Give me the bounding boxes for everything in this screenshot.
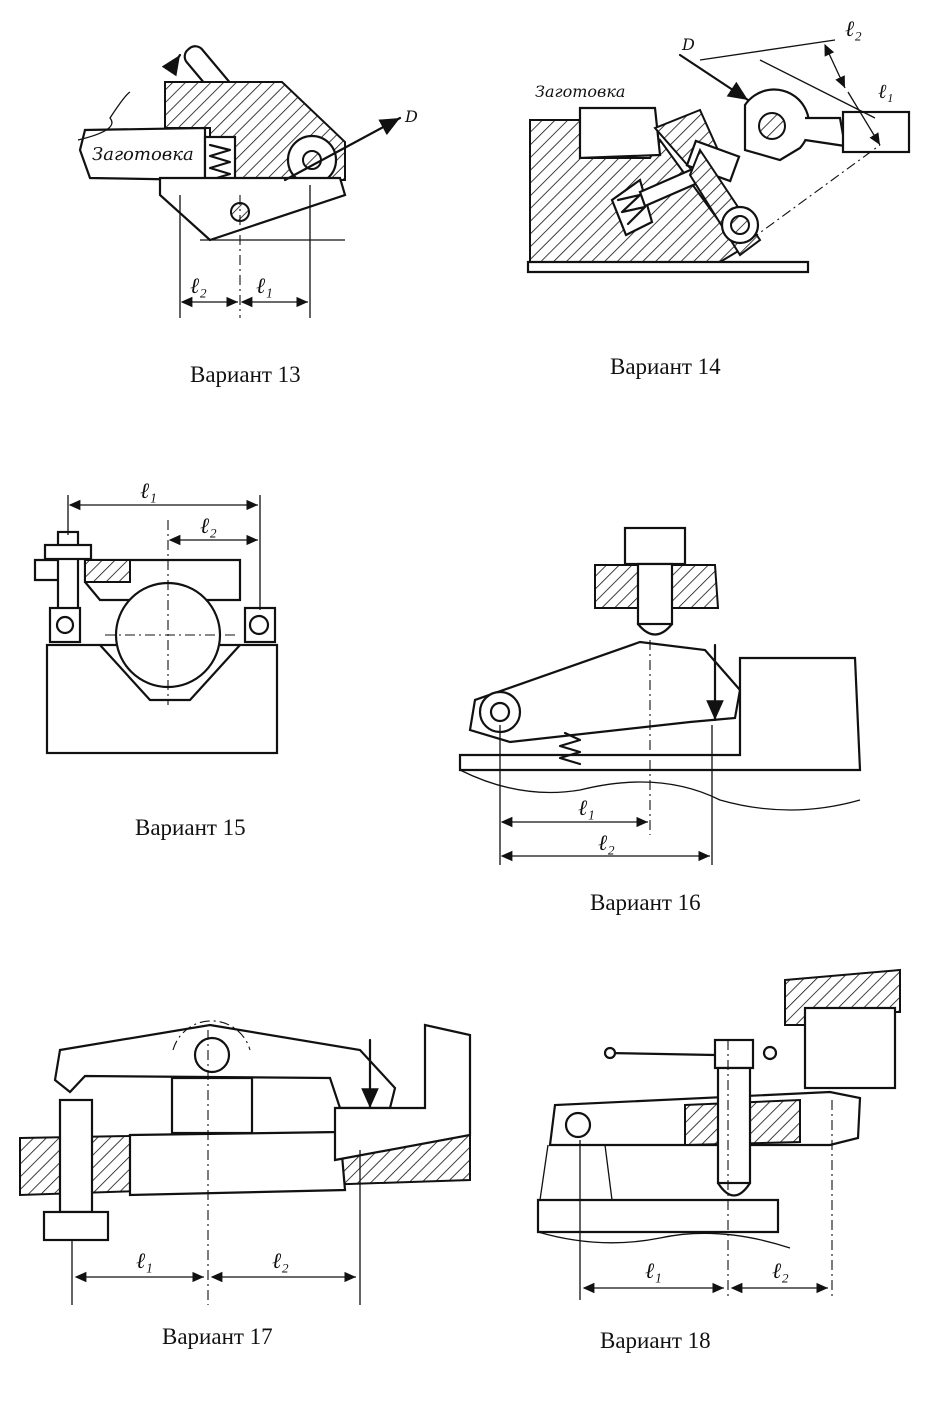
lever-support <box>539 1144 613 1201</box>
cam-pin <box>758 112 786 140</box>
caption-variant-13: Вариант 13 <box>190 362 301 387</box>
support-pin <box>55 615 75 635</box>
handle-grip <box>841 110 911 154</box>
breakline <box>459 769 861 811</box>
label-l2: ℓ₂ <box>200 513 217 538</box>
v-block <box>98 643 242 702</box>
screw-shank <box>58 1098 94 1214</box>
pivot-boss <box>172 1020 251 1051</box>
workpiece-plate <box>536 1198 780 1234</box>
label-l2: ℓ₂ <box>598 830 615 855</box>
label-workpiece: Заготовка <box>92 144 194 165</box>
variant-16-drawing: ℓ₁ ℓ₂ <box>458 526 862 865</box>
label-d: D <box>681 35 695 54</box>
label-l2: ℓ₂ <box>772 1258 789 1283</box>
spring <box>558 731 582 766</box>
screw-tip <box>636 622 674 636</box>
label-l2: ℓ₂ <box>272 1248 289 1273</box>
breakline <box>537 1231 791 1249</box>
dimension-l1 <box>847 91 881 146</box>
pivot-support <box>170 1076 254 1135</box>
screw-head <box>42 1210 110 1242</box>
strap-section <box>84 559 131 583</box>
label-l1: ℓ₁ <box>140 478 157 503</box>
pivot-pin <box>489 701 511 723</box>
screw-head <box>713 1038 755 1070</box>
variant-13-drawing: Заготовка D ℓ₂ ℓ₁ <box>77 45 418 318</box>
variant-17-drawing: ℓ₁ ℓ₂ <box>19 1020 472 1305</box>
pivot-pin <box>193 1036 231 1074</box>
screw-shank <box>716 1066 752 1185</box>
screw-handle <box>606 1051 717 1057</box>
extension-line <box>759 59 876 119</box>
screw-nut <box>43 543 93 561</box>
label-l1: ℓ₁ <box>578 795 595 820</box>
screw-shank <box>636 562 674 626</box>
label-l2: ℓ₂ <box>845 16 862 41</box>
caption-variant-16: Вариант 16 <box>590 890 701 915</box>
label-l1: ℓ₁ <box>256 273 273 298</box>
caption-variant-18: Вариант 18 <box>600 1328 711 1353</box>
label-l1: ℓ₁ <box>878 81 893 103</box>
label-d: D <box>404 107 418 126</box>
workpiece-breakline <box>77 91 131 141</box>
caption-variant-14: Вариант 14 <box>610 354 721 379</box>
handle-knob <box>603 1046 617 1060</box>
body-window <box>128 1130 347 1197</box>
extension-line <box>699 39 836 61</box>
screw-head <box>623 526 687 566</box>
label-l1: ℓ₁ <box>645 1258 662 1283</box>
screw-tip <box>716 1181 752 1197</box>
motion-arrow <box>161 53 182 77</box>
label-l2: ℓ₂ <box>190 273 207 298</box>
workpiece-block <box>578 106 662 160</box>
dimension-d <box>678 53 750 102</box>
workpiece-block <box>333 1023 472 1162</box>
handle-stub <box>804 116 847 148</box>
variant-15-drawing: ℓ₁ ℓ₂ <box>33 478 279 755</box>
caption-variant-15: Вариант 15 <box>135 815 246 840</box>
spring <box>208 143 232 182</box>
variant-18-drawing: ℓ₁ ℓ₂ <box>536 968 901 1300</box>
base-plate <box>526 260 810 274</box>
label-l1: ℓ₁ <box>136 1248 153 1273</box>
pivot-pin <box>564 1111 592 1139</box>
workpiece-block <box>803 1006 897 1090</box>
spring <box>616 193 647 226</box>
caption-variant-17: Вариант 17 <box>162 1324 273 1349</box>
label-workpiece: Заготовка <box>535 82 625 101</box>
dimension-l2 <box>824 43 846 89</box>
center-line <box>749 144 881 241</box>
lower-pivot-pin <box>730 215 750 235</box>
support-pin <box>248 614 270 636</box>
lever-body <box>158 176 347 242</box>
handle-knob <box>762 1045 778 1061</box>
dimension-d <box>283 116 402 182</box>
variant-14-drawing: Заготовка D ℓ₂ ℓ₁ <box>526 16 911 274</box>
